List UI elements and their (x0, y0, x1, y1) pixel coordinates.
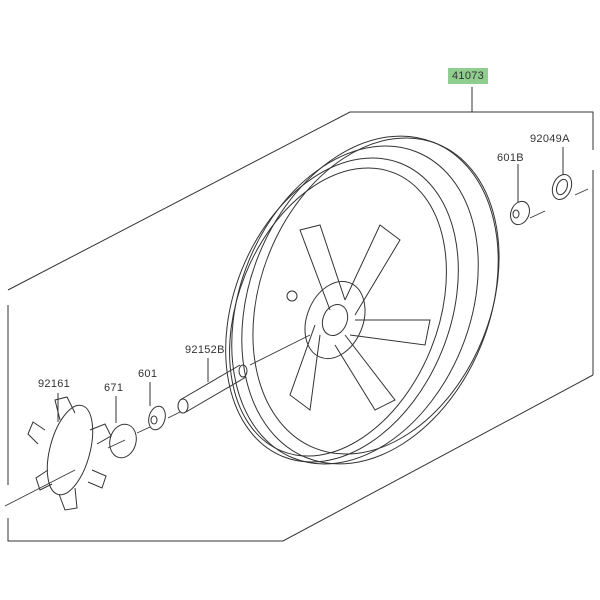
collar-part (177, 364, 248, 414)
leader-lines (57, 147, 564, 423)
o-ring-part (109, 423, 137, 459)
seal-part (551, 173, 573, 201)
damper-part (27, 396, 112, 511)
label-41073[interactable]: 41073 (448, 68, 489, 84)
bearing-right-part (510, 200, 530, 226)
axis-line (4, 188, 589, 507)
bearing-left-part (148, 405, 166, 431)
assembly-frame (7, 87, 594, 542)
wheel-rim (225, 135, 500, 465)
label-92152B[interactable]: 92152B (185, 344, 225, 356)
label-601[interactable]: 601 (138, 368, 158, 380)
label-671[interactable]: 671 (104, 382, 124, 394)
label-92161[interactable]: 92161 (38, 378, 71, 390)
label-92049A[interactable]: 92049A (530, 133, 570, 145)
wheel-spokes (286, 224, 431, 411)
label-601B[interactable]: 601B (497, 152, 524, 164)
